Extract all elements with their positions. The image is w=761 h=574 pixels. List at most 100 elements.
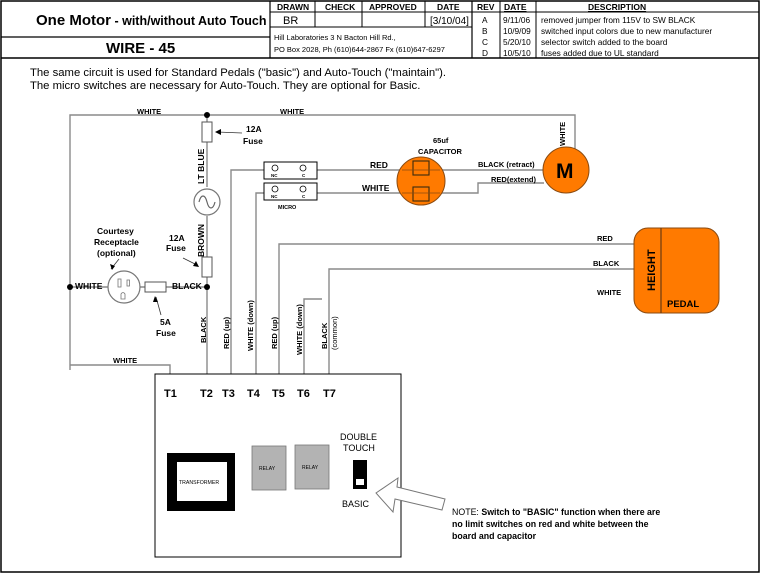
label-motor-white: WHITE — [558, 122, 567, 146]
fuse-mid-rating: 12A — [169, 233, 185, 243]
header-date: DATE — [437, 2, 460, 12]
fuse-receptacle-rating: 5A — [160, 317, 171, 327]
fuse-receptacle: 5A Fuse — [144, 281, 176, 338]
wire-t6-white-down — [303, 298, 322, 374]
header-drawn: DRAWN — [277, 2, 309, 12]
label-top-white-left: WHITE — [137, 107, 161, 116]
wires — [69, 114, 634, 374]
label-t7-black: BLACK — [320, 322, 329, 349]
switch-label-double: DOUBLE — [340, 432, 377, 442]
switch-label-basic: BASIC — [342, 499, 370, 509]
header-rev-date: DATE — [504, 2, 527, 12]
outlet-icon — [107, 270, 141, 304]
junction-dot-top — [204, 112, 210, 118]
motor: M — [542, 146, 590, 194]
company-address-line2: PO Box 2028, Ph (610)644-2867 Fx (610)64… — [274, 45, 445, 54]
note-line3: board and capacitor — [452, 531, 537, 541]
receptacle-line1: Courtesy — [97, 226, 134, 236]
arrow-icon — [375, 476, 446, 514]
pedal-height-label: HEIGHT — [646, 249, 658, 291]
label-t5-red-up: RED (up) — [270, 316, 279, 349]
transformer: TRANSFORMER — [167, 453, 235, 511]
revision-rev: C — [482, 37, 488, 47]
fuse-top-label: Fuse — [243, 136, 263, 146]
header-approved: APPROVED — [369, 2, 417, 12]
terminal-t3: T3 — [222, 388, 235, 400]
wire-t3-red-up — [230, 169, 264, 374]
capacitor-label: CAPACITOR — [418, 147, 462, 156]
label-t7-common: (common) — [330, 316, 339, 350]
intro-line-1: The same circuit is used for Standard Pe… — [30, 67, 446, 79]
relay-2: RELAY — [294, 444, 330, 490]
fuse-top-rating: 12A — [246, 124, 262, 134]
revision-desc: selector switch added to the board — [541, 37, 668, 47]
switch-label-touch: TOUCH — [343, 443, 375, 453]
ac-source-icon — [193, 188, 221, 216]
label-recept-white: WHITE — [75, 281, 103, 291]
revision-rev: B — [482, 26, 488, 36]
micro-label: MICRO — [278, 205, 297, 211]
fuse-receptacle-label: Fuse — [156, 328, 176, 338]
label-red-extend: RED(extend) — [491, 175, 537, 184]
label-pedal-red: RED — [597, 234, 613, 243]
label-pedal-white: WHITE — [597, 288, 621, 297]
courtesy-receptacle: Courtesy Receptacle (optional) — [94, 226, 141, 304]
wire-number: WIRE - 45 — [106, 40, 175, 57]
wire-bottom-white — [70, 364, 171, 374]
micro2-nc: NC — [271, 194, 278, 199]
revision-desc: removed jumper from 115V to SW BLACK — [541, 15, 696, 25]
wire-t5-red-up — [278, 243, 634, 374]
label-t4-white-down: WHITE (down) — [246, 300, 255, 351]
junction-dot-right — [204, 284, 210, 290]
label-lt-blue: LT BLUE — [196, 148, 206, 184]
receptacle-line2: Receptacle — [94, 237, 139, 247]
note-line1: NOTE: Switch to "BASIC" function when th… — [452, 507, 660, 517]
revision-date: 9/11/06 — [503, 15, 530, 25]
pedal: HEIGHT PEDAL — [633, 227, 720, 314]
drawn-value: BR — [283, 15, 298, 27]
terminal-t4: T4 — [247, 388, 261, 400]
micro1-c: C — [302, 173, 306, 178]
revision-row: C 5/20/10 selector switch added to the bo… — [482, 37, 668, 47]
revision-date: 5/20/10 — [503, 37, 531, 47]
label-t3-red-up: RED (up) — [222, 316, 231, 349]
note-line2: no limit switches on red and white betwe… — [452, 519, 649, 529]
junction-dot-left — [67, 284, 73, 290]
terminal-t2: T2 — [200, 388, 213, 400]
wire-top-white — [69, 114, 576, 370]
header-check: CHECK — [325, 2, 356, 12]
pedal-label: PEDAL — [667, 299, 699, 310]
revision-rev: D — [482, 48, 488, 58]
title-block: One Motor - with/without Auto Touch WIRE… — [1, 1, 759, 59]
fuse-top: 12A Fuse — [201, 121, 263, 146]
intro-line-2: The micro switches are necessary for Aut… — [30, 80, 420, 92]
header-description: DESCRIPTION — [588, 2, 646, 12]
header-rev: REV — [477, 2, 495, 12]
drawing-title: One Motor - with/without Auto Touch — [36, 12, 267, 29]
selector-switch[interactable]: DOUBLE TOUCH BASIC — [340, 432, 377, 509]
motor-label: M — [556, 160, 574, 183]
micro1-nc: NC — [271, 173, 278, 178]
label-bottom-white: WHITE — [113, 356, 137, 365]
transformer-label: TRANSFORMER — [179, 480, 219, 486]
label-black-retract: BLACK (retract) — [478, 160, 535, 169]
terminal-t5: T5 — [272, 388, 285, 400]
label-t6-white-down: WHITE (down) — [295, 304, 304, 355]
relay-1: RELAY — [251, 445, 287, 491]
wire-t7-black — [328, 268, 634, 374]
label-recept-black: BLACK — [172, 281, 203, 291]
label-pedal-black: BLACK — [593, 259, 620, 268]
label-white-to-cap: WHITE — [362, 183, 390, 193]
micro-switches: NC C NC C MICRO — [263, 161, 318, 211]
wire-t4-white-down — [255, 192, 264, 374]
date-value: [3/10/04] — [430, 16, 469, 27]
relay-2-label: RELAY — [302, 465, 319, 471]
capacitor: 65uf CAPACITOR — [396, 136, 462, 206]
revision-desc: fuses added due to UL standard — [541, 48, 659, 58]
